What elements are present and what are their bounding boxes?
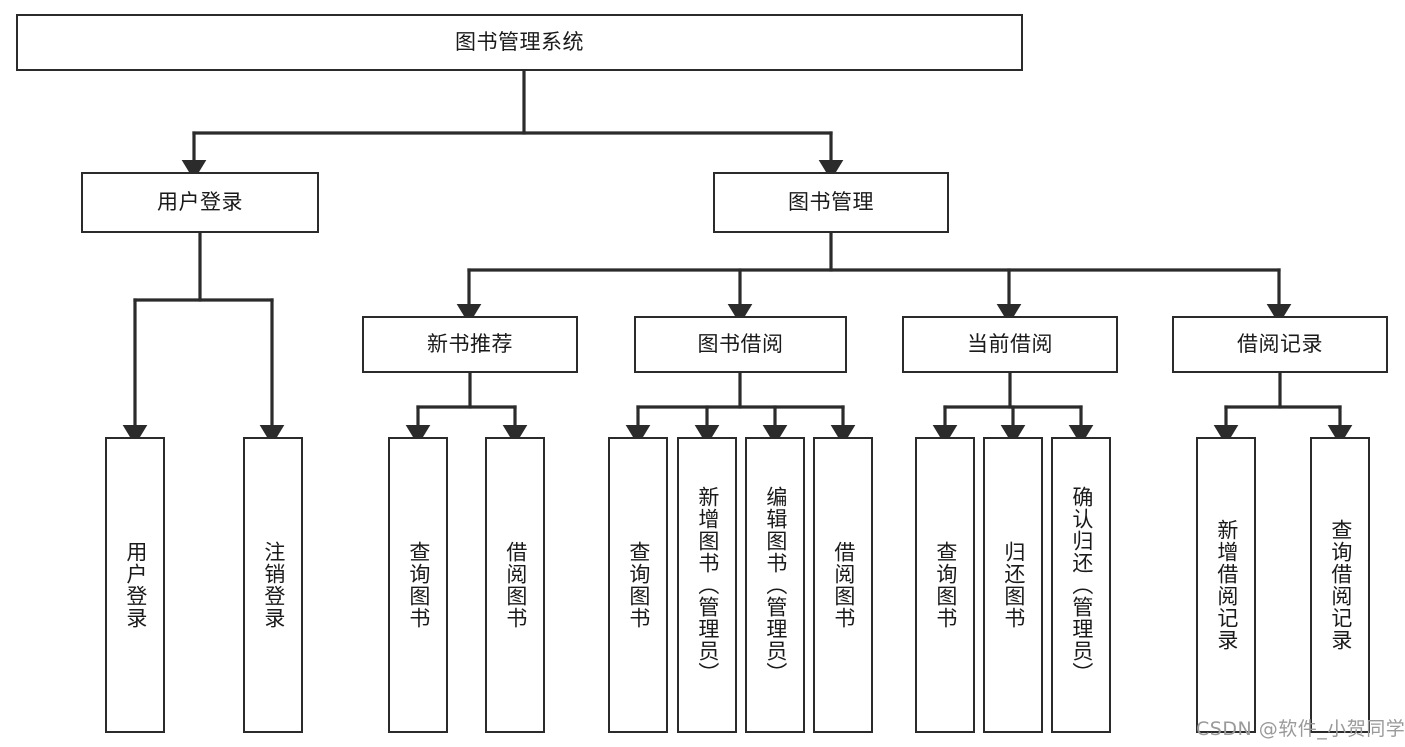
node-new-book-recommend[interactable]: 新书推荐 xyxy=(362,316,578,373)
node-book-manage[interactable]: 图书管理 xyxy=(713,172,949,233)
node-user-login[interactable]: 用户登录 xyxy=(81,172,319,233)
leaf-leaf-confirm-return[interactable]: 确认归还（管理员） xyxy=(1051,437,1111,733)
leaf-leaf-user-login[interactable]: 用户登录 xyxy=(105,437,165,733)
node-root-label: 图书管理系统 xyxy=(455,30,584,55)
leaf-leaf-add-record[interactable]: 新增借阅记录 xyxy=(1196,437,1256,733)
leaf-leaf-query-book-3-label: 查询图书 xyxy=(933,541,958,629)
node-root[interactable]: 图书管理系统 xyxy=(16,14,1023,71)
leaf-leaf-edit-book[interactable]: 编辑图书（管理员） xyxy=(745,437,805,733)
node-new-book-recommend-label: 新书推荐 xyxy=(427,332,513,357)
leaf-leaf-add-record-label: 新增借阅记录 xyxy=(1214,519,1239,651)
node-borrow-record-label: 借阅记录 xyxy=(1237,332,1323,357)
leaf-leaf-return-book[interactable]: 归还图书 xyxy=(983,437,1043,733)
node-book-borrow-label: 图书借阅 xyxy=(697,332,784,357)
leaf-leaf-logout[interactable]: 注销登录 xyxy=(243,437,303,733)
leaf-leaf-query-book-3[interactable]: 查询图书 xyxy=(915,437,975,733)
leaf-leaf-query-book-1-label: 查询图书 xyxy=(406,541,431,629)
leaf-leaf-add-book[interactable]: 新增图书（管理员） xyxy=(677,437,737,733)
node-user-login-label: 用户登录 xyxy=(157,190,243,215)
leaf-leaf-add-book-label: 新增图书（管理员） xyxy=(695,486,720,684)
node-book-manage-label: 图书管理 xyxy=(788,190,874,215)
leaf-leaf-query-book-1[interactable]: 查询图书 xyxy=(388,437,448,733)
leaf-leaf-query-book-2-label: 查询图书 xyxy=(626,541,651,629)
leaf-leaf-return-book-label: 归还图书 xyxy=(1001,541,1026,629)
node-book-borrow[interactable]: 图书借阅 xyxy=(634,316,847,373)
leaf-leaf-query-record[interactable]: 查询借阅记录 xyxy=(1310,437,1370,733)
node-current-borrow-label: 当前借阅 xyxy=(967,332,1053,357)
leaf-leaf-confirm-return-label: 确认归还（管理员） xyxy=(1069,486,1094,684)
leaf-leaf-user-login-label: 用户登录 xyxy=(123,541,148,629)
edge-group xyxy=(122,69,1353,446)
node-current-borrow[interactable]: 当前借阅 xyxy=(902,316,1118,373)
leaf-leaf-edit-book-label: 编辑图书（管理员） xyxy=(763,486,788,684)
leaf-leaf-borrow-book-2-label: 借阅图书 xyxy=(831,541,856,629)
leaf-leaf-logout-label: 注销登录 xyxy=(261,541,286,629)
leaf-leaf-query-record-label: 查询借阅记录 xyxy=(1328,519,1353,651)
leaf-leaf-borrow-book-1-label: 借阅图书 xyxy=(503,541,528,629)
leaf-leaf-query-book-2[interactable]: 查询图书 xyxy=(608,437,668,733)
leaf-leaf-borrow-book-1[interactable]: 借阅图书 xyxy=(485,437,545,733)
node-borrow-record[interactable]: 借阅记录 xyxy=(1172,316,1388,373)
leaf-leaf-borrow-book-2[interactable]: 借阅图书 xyxy=(813,437,873,733)
